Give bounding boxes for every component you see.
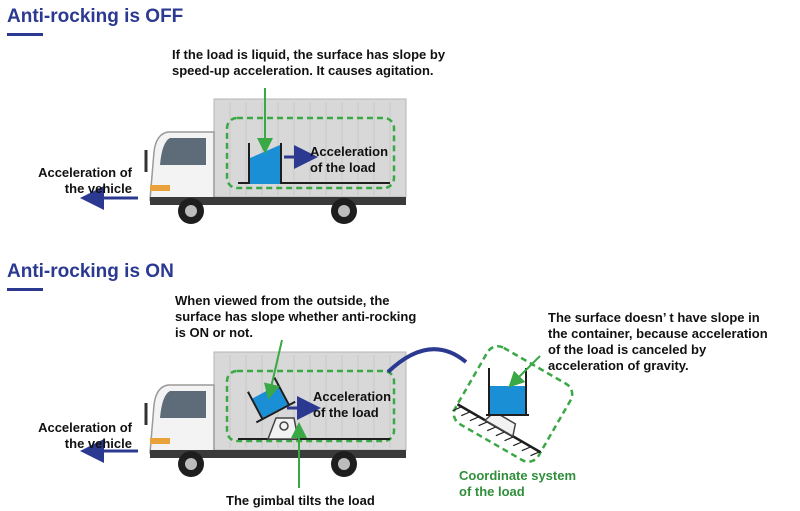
- note-pointer-on: [264, 339, 283, 400]
- coordinate-frame: [452, 345, 574, 463]
- gimbal-label: The gimbal tilts the load: [226, 493, 375, 508]
- upright-container: [486, 368, 529, 416]
- container-note-pointer: [508, 355, 541, 388]
- on-load-accel-label: Acceleration of the load: [313, 389, 392, 420]
- zoom-curve-arrow: [386, 347, 468, 374]
- heading-anti-rocking-off: Anti-rocking is OFF: [7, 6, 184, 27]
- container-note: The surface doesn’ t have slope in the c…: [548, 310, 768, 373]
- load-frame-on: [225, 369, 396, 443]
- liquid-container-off: [248, 143, 282, 184]
- off-vehicle-accel-label: Acceleration of the vehicle: [38, 165, 132, 196]
- off-note: If the load is liquid, the surface has s…: [172, 47, 446, 78]
- coordinate-label: Coordinate system of the load: [459, 468, 577, 499]
- heading-underline-off: [7, 33, 43, 36]
- gimbal-mount: [266, 417, 299, 440]
- load-coordinate-view: [452, 345, 574, 463]
- on-vehicle-accel-label: Acceleration of the vehicle: [38, 420, 132, 451]
- heading-underline-on: [7, 288, 43, 291]
- load-frame-off: [225, 116, 396, 190]
- off-load-accel-label: Acceleration of the load: [310, 144, 389, 175]
- heading-anti-rocking-on: Anti-rocking is ON: [7, 261, 174, 282]
- on-note: When viewed from the outside, the surfac…: [175, 293, 417, 340]
